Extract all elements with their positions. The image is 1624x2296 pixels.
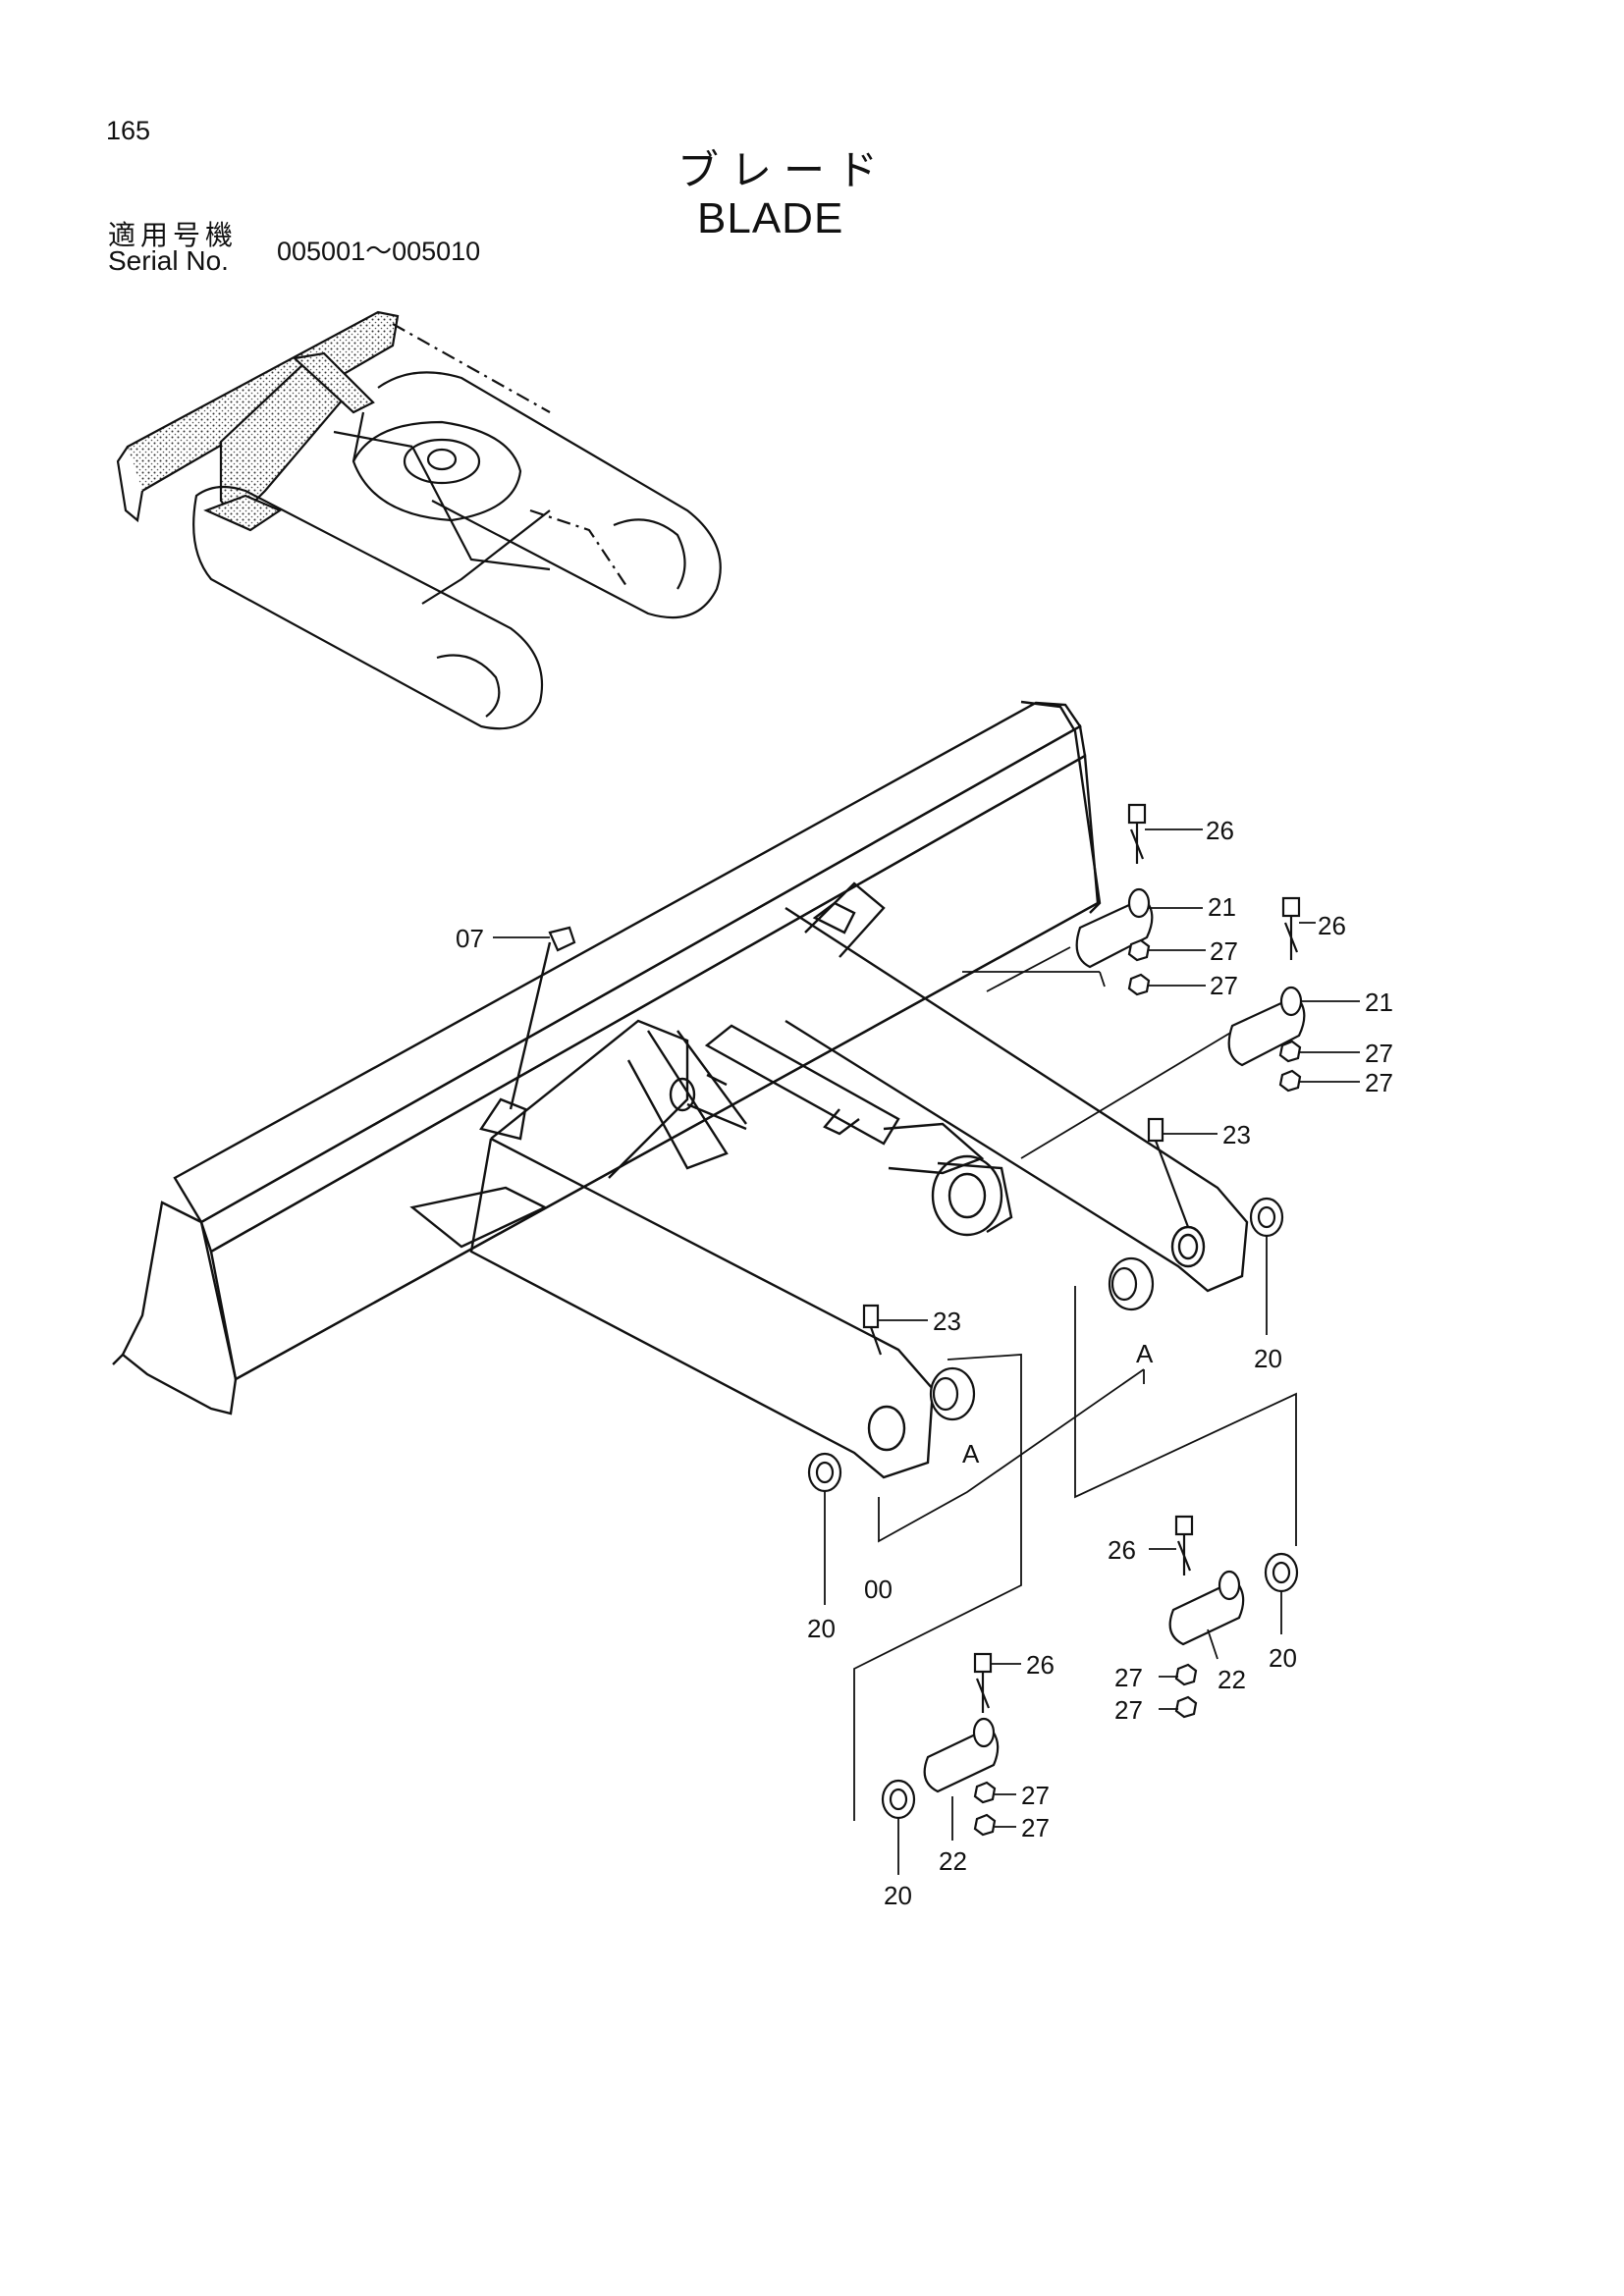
overview-track-right bbox=[377, 371, 722, 619]
gusset-left bbox=[409, 1186, 548, 1249]
nut-27-e bbox=[1174, 1663, 1198, 1686]
callout-label: 20 bbox=[1254, 1344, 1282, 1373]
callout-label: 23 bbox=[1222, 1120, 1251, 1149]
callout-label: 27 bbox=[1021, 1781, 1050, 1810]
serial-label-japanese: 適用号機 bbox=[108, 219, 239, 251]
bolt-26-a bbox=[1127, 803, 1147, 864]
callout-leaders bbox=[493, 828, 1360, 1875]
nut-27-d bbox=[1278, 1069, 1302, 1093]
callout-label: 26 bbox=[1318, 911, 1346, 940]
blade-assembly bbox=[112, 700, 1249, 1479]
callout-label: 27 bbox=[1021, 1813, 1050, 1842]
grease-nipple-23-b bbox=[862, 1304, 883, 1356]
callout-labels: 07 26 21 27 27 26 21 27 27 23 20 23 A A … bbox=[456, 816, 1393, 1910]
overview-frame bbox=[352, 420, 522, 522]
blade-end-plate-left bbox=[121, 1201, 238, 1415]
washer-20-a bbox=[1249, 1197, 1284, 1238]
callout-label: 07 bbox=[456, 924, 484, 953]
callout-label: 27 bbox=[1114, 1663, 1143, 1692]
callout-label: 00 bbox=[864, 1575, 893, 1604]
callout-label: A bbox=[1136, 1339, 1154, 1368]
callout-label: 21 bbox=[1208, 892, 1236, 922]
blade-arm-right bbox=[785, 906, 1249, 1293]
callout-label: 27 bbox=[1210, 971, 1238, 1000]
reference-lines bbox=[853, 946, 1297, 1821]
washer-20-b bbox=[807, 1452, 842, 1493]
nut-27-g bbox=[973, 1781, 997, 1804]
washer-20-c bbox=[1264, 1552, 1299, 1593]
nut-27-h bbox=[973, 1813, 997, 1837]
callout-label: 20 bbox=[1269, 1643, 1297, 1673]
callout-label: 26 bbox=[1206, 816, 1234, 845]
bolt-26-d bbox=[973, 1652, 993, 1713]
callout-label: 20 bbox=[884, 1881, 912, 1910]
page-title: BLADE bbox=[697, 194, 844, 242]
small-parts bbox=[548, 803, 1306, 1837]
washer-20-d bbox=[881, 1779, 916, 1820]
cylinder-rod-eye bbox=[931, 1154, 1003, 1237]
bolt-26-c bbox=[1174, 1515, 1194, 1575]
nut-27-c bbox=[1278, 1040, 1302, 1063]
overview-track-left bbox=[192, 485, 544, 730]
pin-21-a bbox=[1075, 887, 1154, 969]
nut-27-a bbox=[1127, 938, 1151, 962]
pin-22-b bbox=[923, 1717, 1000, 1793]
page-number: 165 bbox=[106, 116, 151, 145]
callout-label: 27 bbox=[1114, 1695, 1143, 1725]
blade-top-beam bbox=[173, 701, 1082, 1224]
callout-label: 22 bbox=[939, 1846, 967, 1876]
callout-label: 20 bbox=[807, 1614, 836, 1643]
serial-range: 005001～005010 bbox=[277, 237, 481, 266]
bushing-a-right bbox=[1108, 1256, 1155, 1311]
machine-overview bbox=[116, 310, 722, 730]
callout-label: A bbox=[962, 1439, 980, 1468]
bolt-26-b bbox=[1281, 896, 1301, 960]
callout-label: 23 bbox=[933, 1307, 961, 1336]
grease-cup-body bbox=[479, 1097, 527, 1141]
bushing-a-left bbox=[929, 1366, 976, 1421]
blade-end-plate-right bbox=[1020, 700, 1102, 914]
callout-label: 27 bbox=[1210, 936, 1238, 966]
callout-label: 27 bbox=[1365, 1068, 1393, 1097]
blade-cylinder bbox=[704, 1024, 900, 1146]
blade-face bbox=[209, 754, 1100, 1381]
overview-swing-bearing bbox=[403, 438, 481, 485]
blade-arm-left bbox=[469, 1137, 935, 1479]
nut-27-b bbox=[1127, 973, 1151, 996]
callout-label: 26 bbox=[1026, 1650, 1055, 1680]
title-japanese: ブレード bbox=[677, 146, 891, 194]
pin-22-a bbox=[1168, 1570, 1245, 1646]
fitting-07 bbox=[548, 926, 576, 952]
callout-label: 27 bbox=[1365, 1039, 1393, 1068]
grease-nipple-23-a bbox=[1147, 1117, 1190, 1228]
callout-label: 21 bbox=[1365, 988, 1393, 1017]
serial-label: Serial No. bbox=[108, 245, 229, 276]
callout-label: 26 bbox=[1108, 1535, 1136, 1565]
nut-27-f bbox=[1174, 1695, 1198, 1719]
callout-label: 22 bbox=[1218, 1665, 1246, 1694]
